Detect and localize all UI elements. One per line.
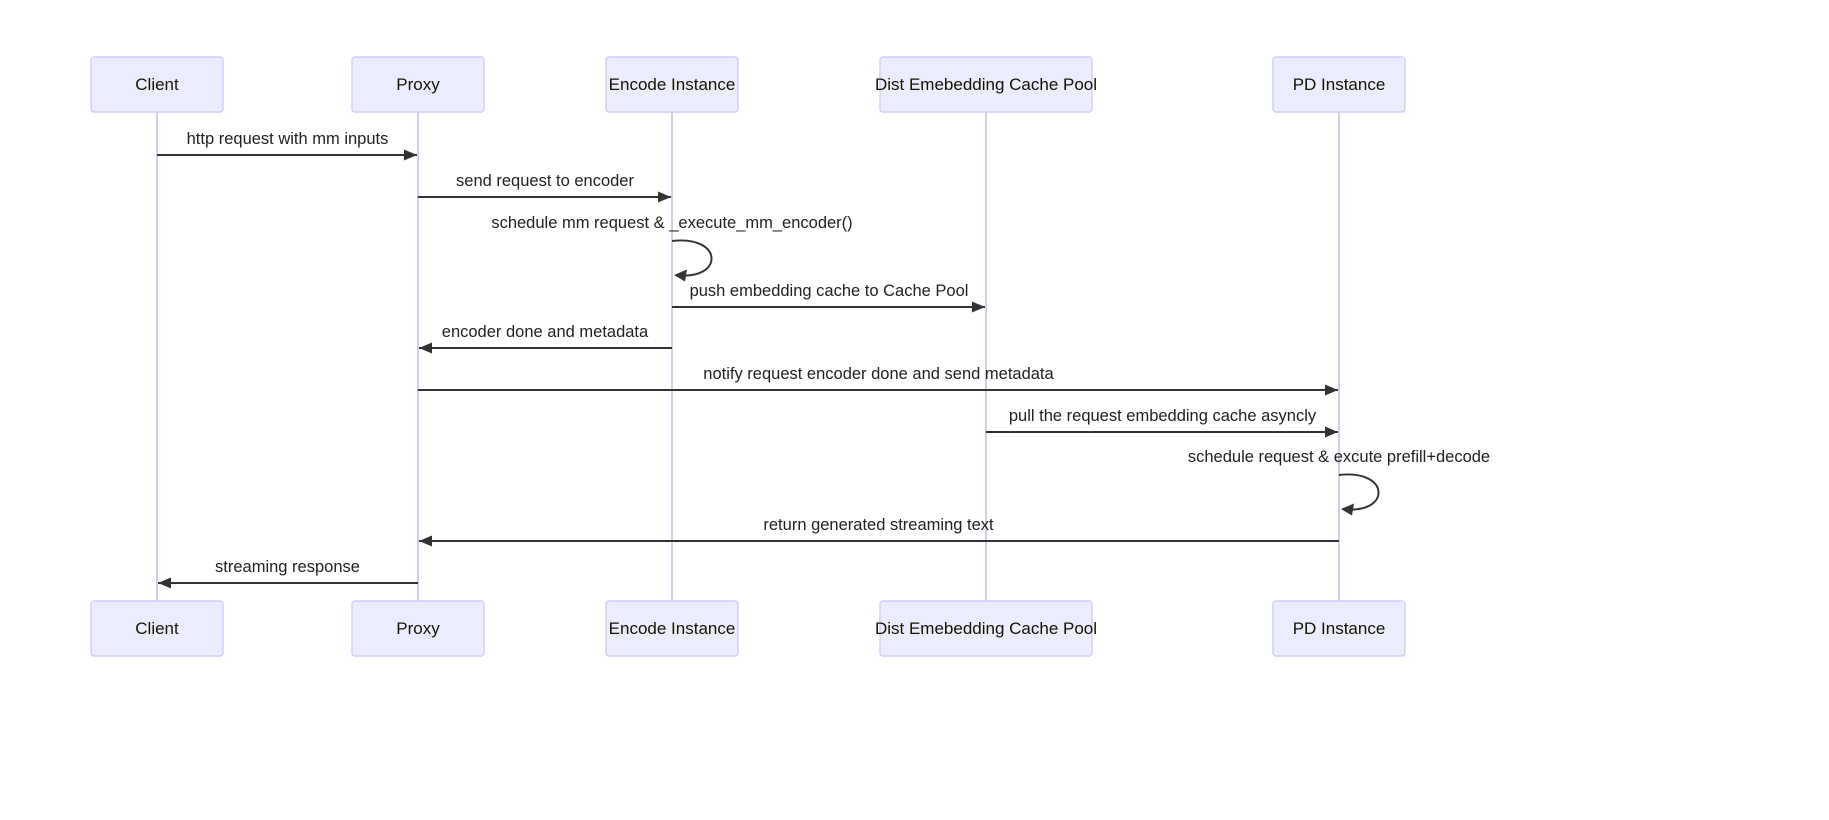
message-label-10: streaming response	[215, 558, 360, 576]
actor-box-client	[90, 56, 224, 113]
message-arrowhead-10	[158, 577, 171, 589]
actor-top-cachepool[interactable]: Dist Emebedding Cache Pool	[875, 56, 1097, 113]
message-arrowhead-3	[674, 269, 687, 282]
actor-label-encode: Encode Instance	[609, 619, 736, 638]
actor-box-cachepool	[879, 600, 1093, 657]
message-label-3: schedule mm request & _execute_mm_encode…	[491, 214, 852, 232]
actor-label-client: Client	[135, 75, 179, 94]
message-3[interactable]: schedule mm request & _execute_mm_encode…	[491, 214, 853, 282]
message-label-4: push embedding cache to Cache Pool	[690, 282, 969, 300]
actor-top-proxy[interactable]: Proxy	[351, 56, 485, 113]
message-label-2: send request to encoder	[456, 172, 634, 190]
message-arrowhead-2	[658, 191, 671, 203]
message-label-6: notify request encoder done and send met…	[703, 365, 1054, 383]
actor-label-proxy: Proxy	[396, 619, 440, 638]
message-label-5: encoder done and metadata	[442, 323, 649, 341]
actor-box-proxy	[351, 600, 485, 657]
actor-bottom-encode[interactable]: Encode Instance	[605, 600, 739, 657]
actor-box-pd	[1272, 600, 1406, 657]
message-9[interactable]: return generated streaming text	[419, 516, 1339, 547]
actor-box-encode	[605, 56, 739, 113]
message-arrowhead-8	[1341, 503, 1354, 516]
actor-label-proxy: Proxy	[396, 75, 440, 94]
message-label-7: pull the request embedding cache asyncly	[1009, 407, 1317, 425]
message-label-9: return generated streaming text	[763, 516, 994, 534]
message-arrowhead-4	[972, 301, 985, 313]
actor-bottom-cachepool[interactable]: Dist Emebedding Cache Pool	[875, 600, 1097, 657]
actor-top-pd[interactable]: PD Instance	[1272, 56, 1406, 113]
message-5[interactable]: encoder done and metadata	[419, 323, 672, 354]
actor-box-proxy	[351, 56, 485, 113]
actor-bottom-pd[interactable]: PD Instance	[1272, 600, 1406, 657]
message-label-1: http request with mm inputs	[187, 130, 389, 148]
message-loop-path-8	[1338, 473, 1380, 511]
message-6[interactable]: notify request encoder done and send met…	[418, 365, 1338, 396]
message-7[interactable]: pull the request embedding cache asyncly	[986, 407, 1338, 438]
actor-box-encode	[605, 600, 739, 657]
actor-box-pd	[1272, 56, 1406, 113]
message-2[interactable]: send request to encoder	[418, 172, 671, 203]
actor-label-cachepool: Dist Emebedding Cache Pool	[875, 619, 1097, 638]
actor-top-client[interactable]: Client	[90, 56, 224, 113]
actor-bottom-proxy[interactable]: Proxy	[351, 600, 485, 657]
actor-label-pd: PD Instance	[1293, 619, 1386, 638]
message-8[interactable]: schedule request & excute prefill+decode	[1188, 448, 1490, 516]
message-arrowhead-9	[419, 535, 432, 547]
actor-label-encode: Encode Instance	[609, 75, 736, 94]
message-4[interactable]: push embedding cache to Cache Pool	[672, 282, 985, 313]
actor-label-pd: PD Instance	[1293, 75, 1386, 94]
message-1[interactable]: http request with mm inputs	[157, 130, 417, 161]
actor-box-client	[90, 600, 224, 657]
message-loop-path-3	[671, 239, 713, 277]
message-label-8: schedule request & excute prefill+decode	[1188, 448, 1490, 466]
actor-label-client: Client	[135, 619, 179, 638]
message-arrowhead-1	[404, 149, 417, 161]
actor-box-cachepool	[879, 56, 1093, 113]
message-arrowhead-7	[1325, 426, 1338, 438]
actor-top-encode[interactable]: Encode Instance	[605, 56, 739, 113]
actor-bottom-client[interactable]: Client	[90, 600, 224, 657]
actor-label-cachepool: Dist Emebedding Cache Pool	[875, 75, 1097, 94]
message-arrowhead-6	[1325, 384, 1338, 396]
message-10[interactable]: streaming response	[158, 558, 418, 589]
message-arrowhead-5	[419, 342, 432, 354]
